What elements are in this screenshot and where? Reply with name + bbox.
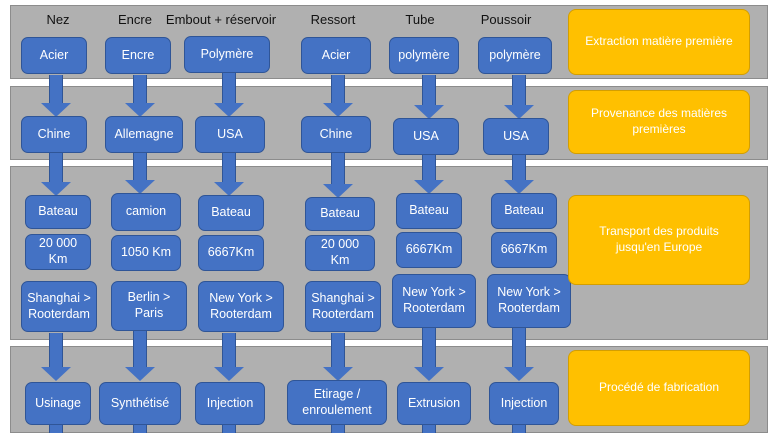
distance-box: 20 000 Km [25, 234, 91, 270]
process-box: Injection [489, 382, 559, 425]
origin-box: USA [195, 116, 265, 153]
distance-box: 20 000 Km [305, 235, 375, 271]
arrow-origin-to-transport [125, 152, 155, 194]
arrow-origin-to-transport [414, 154, 444, 194]
route-box: New York > Rooterdam [392, 274, 476, 328]
arrow-transport-to-process [414, 328, 444, 381]
distance-box: 6667Km [198, 235, 264, 271]
column-header-tube: Tube [405, 12, 435, 27]
arrow-transport-to-process [323, 333, 353, 381]
route-box: New York > Rooterdam [198, 281, 284, 332]
arrow-origin-to-transport [41, 152, 71, 196]
route-box: Shanghai > Rooterdam [305, 281, 381, 332]
column-header-nez: Nez [46, 12, 70, 27]
material-box: polymère [478, 37, 552, 74]
material-box: Acier [301, 37, 371, 74]
arrow-material-to-origin [214, 73, 244, 117]
arrow-process-stub [323, 424, 353, 433]
column-header-embout: Embout + réservoir [165, 12, 277, 27]
column-header-encre: Encre [118, 12, 152, 27]
stage-label-fabrication: Procédé de fabrication [568, 350, 750, 426]
arrow-transport-to-process [125, 331, 155, 381]
transport-mode-box: camion [111, 193, 181, 231]
arrow-process-stub [125, 424, 155, 433]
transport-mode-box: Bateau [491, 193, 557, 229]
transport-mode-box: Bateau [396, 193, 462, 229]
origin-box: USA [483, 118, 549, 155]
transport-mode-box: Bateau [25, 195, 91, 229]
arrow-origin-to-transport [214, 152, 244, 196]
arrow-material-to-origin [323, 75, 353, 117]
arrow-transport-to-process [41, 333, 71, 381]
stage-label-extraction: Extraction matière première [568, 9, 750, 75]
distance-box: 6667Km [491, 232, 557, 268]
process-box: Etirage / enroulement [287, 380, 387, 425]
process-box: Synthétisé [99, 382, 181, 425]
process-box: Injection [195, 382, 265, 425]
arrow-material-to-origin [125, 75, 155, 117]
arrow-origin-to-transport [323, 152, 353, 198]
transport-mode-box: Bateau [198, 195, 264, 231]
distance-box: 1050 Km [111, 235, 181, 271]
arrow-process-stub [414, 424, 444, 433]
arrow-process-stub [214, 424, 244, 433]
arrow-process-stub [41, 424, 71, 433]
origin-box: Chine [301, 116, 371, 153]
process-box: Usinage [25, 382, 91, 425]
stage-label-transport: Transport des produits jusqu'en Europe [568, 195, 750, 285]
arrow-material-to-origin [41, 75, 71, 117]
route-box: Berlin > Paris [111, 281, 187, 331]
route-box: Shanghai > Rooterdam [21, 281, 97, 332]
process-box: Extrusion [397, 382, 471, 425]
column-header-poussoir: Poussoir [480, 12, 532, 27]
origin-box: USA [393, 118, 459, 155]
arrow-process-stub [504, 424, 534, 433]
origin-box: Chine [21, 116, 87, 153]
column-header-ressort: Ressort [310, 12, 356, 27]
arrow-material-to-origin [414, 75, 444, 119]
origin-box: Allemagne [105, 116, 183, 153]
route-box: New York > Rooterdam [487, 274, 571, 328]
stage-label-provenance: Provenance des matières premières [568, 90, 750, 154]
material-box: polymère [389, 37, 459, 74]
arrow-transport-to-process [504, 328, 534, 381]
material-box: Polymère [184, 36, 270, 73]
material-box: Acier [21, 37, 87, 74]
arrow-origin-to-transport [504, 154, 534, 194]
distance-box: 6667Km [396, 232, 462, 268]
arrow-transport-to-process [214, 333, 244, 381]
arrow-material-to-origin [504, 75, 534, 119]
transport-mode-box: Bateau [305, 197, 375, 231]
material-box: Encre [105, 37, 171, 74]
